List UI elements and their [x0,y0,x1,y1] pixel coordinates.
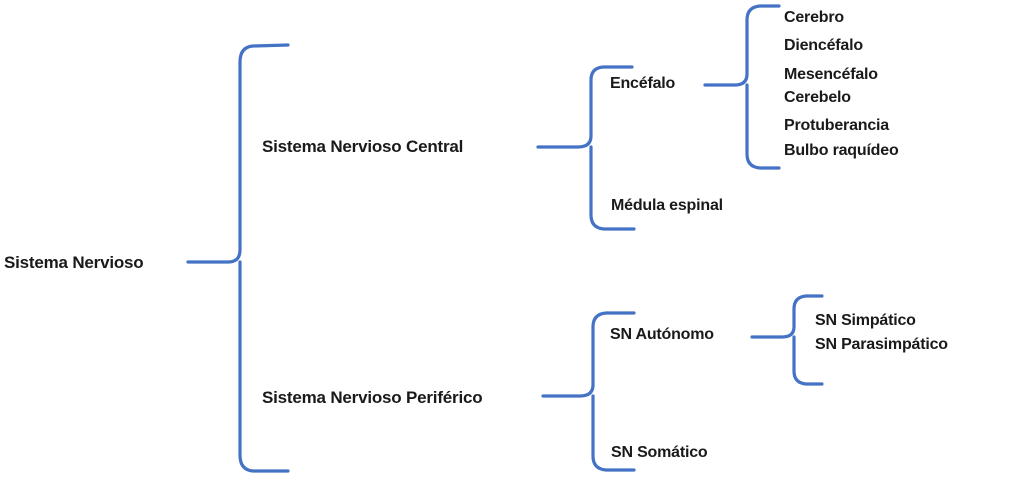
brace-encefalo-lower [745,83,781,170]
node-cerebelo[interactable]: Cerebelo [784,89,851,106]
node-sn-autonomo[interactable]: SN Autónomo [610,326,714,343]
brace-central-lower [589,145,636,231]
node-diencefalo[interactable]: Diencéfalo [784,37,863,54]
node-sn-simpatico[interactable]: SN Simpático [815,312,916,329]
node-bulbo-raquideo[interactable]: Bulbo raquídeo [784,142,899,159]
node-sistema-nervioso[interactable]: Sistema Nervioso [4,253,144,272]
node-protuberancia[interactable]: Protuberancia [784,117,889,134]
node-sn-parasimpatico[interactable]: SN Parasimpático [815,336,948,353]
brace-encefalo [703,4,781,87]
brace-root-lower [238,260,290,473]
node-sistema-nervioso-periferico[interactable]: Sistema Nervioso Periférico [262,388,483,407]
node-cerebro[interactable]: Cerebro [784,9,844,26]
node-sistema-nervioso-central[interactable]: Sistema Nervioso Central [262,137,464,156]
node-sn-somatico[interactable]: SN Somático [611,444,708,461]
node-medula-espinal[interactable]: Médula espinal [611,197,723,214]
node-encefalo[interactable]: Encéfalo [610,75,676,92]
node-mesencefalo[interactable]: Mesencéfalo [784,66,878,83]
brace-autonomo [750,294,824,339]
